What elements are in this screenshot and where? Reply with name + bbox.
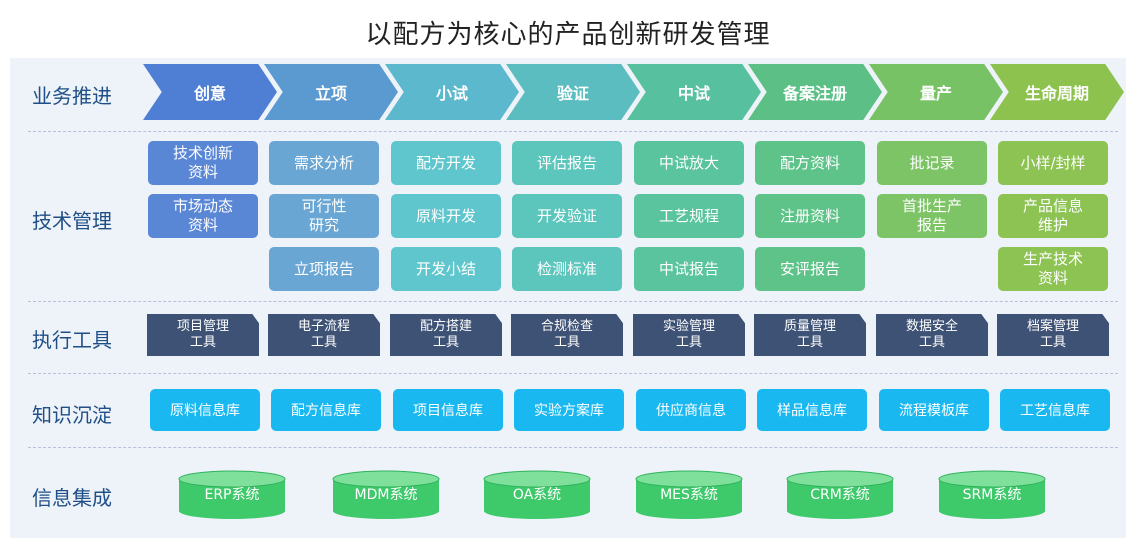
database-icon: SRM系统 <box>937 470 1047 520</box>
content-panel <box>10 58 1126 538</box>
system-label: ERP系统 <box>204 487 260 503</box>
page-title: 以配方为核心的产品创新研发管理 <box>365 20 771 50</box>
tech-item: 可行性研究 <box>269 194 379 238</box>
tech-item: 立项报告 <box>269 247 379 291</box>
tech-item: 开发验证 <box>512 194 622 238</box>
tech-item: 中试报告 <box>634 247 744 291</box>
knowledge-item: 流程模板库 <box>879 389 989 431</box>
stage-3: 小试 <box>385 64 519 120</box>
tech-item: 需求分析 <box>269 141 379 185</box>
tech-item: 检测标准 <box>512 247 622 291</box>
tool-item: 项目管理工具 <box>147 314 259 356</box>
stage-5: 中试 <box>627 64 761 120</box>
row-label-tech: 技术管理 <box>32 209 112 233</box>
tech-item: 技术创新资料 <box>148 141 258 185</box>
stage-1: 创意 <box>143 64 277 120</box>
row-label-integration: 信息集成 <box>32 486 112 510</box>
tech-item: 开发小结 <box>391 247 501 291</box>
knowledge-item: 工艺信息库 <box>1000 389 1110 431</box>
separator <box>28 301 1118 302</box>
tool-item: 实验管理工具 <box>633 314 745 356</box>
tech-item: 评估报告 <box>512 141 622 185</box>
tech-item: 首批生产报告 <box>877 194 987 238</box>
tech-item: 安评报告 <box>755 247 865 291</box>
database-icon: MES系统 <box>634 470 744 520</box>
stage-7: 量产 <box>869 64 1003 120</box>
knowledge-item: 样品信息库 <box>757 389 867 431</box>
stage-6: 备案注册 <box>748 64 882 120</box>
tech-item: 配方开发 <box>391 141 501 185</box>
tool-item: 配方搭建工具 <box>390 314 502 356</box>
stage-2: 立项 <box>264 64 398 120</box>
row-label-business: 业务推进 <box>32 84 112 108</box>
system-label: OA系统 <box>512 487 562 503</box>
separator <box>28 373 1118 374</box>
tech-item: 工艺规程 <box>634 194 744 238</box>
tech-item: 产品信息维护 <box>998 194 1108 238</box>
tech-item: 批记录 <box>877 141 987 185</box>
tool-item: 质量管理工具 <box>754 314 866 356</box>
row-label-knowledge: 知识沉淀 <box>32 403 112 427</box>
stage-4: 验证 <box>506 64 640 120</box>
database-icon: OA系统 <box>482 470 592 520</box>
tech-item: 中试放大 <box>634 141 744 185</box>
tech-item: 配方资料 <box>755 141 865 185</box>
tool-item: 电子流程工具 <box>268 314 380 356</box>
tech-item: 生产技术资料 <box>998 247 1108 291</box>
database-icon: CRM系统 <box>785 470 895 520</box>
system-label: CRM系统 <box>810 487 870 503</box>
knowledge-item: 项目信息库 <box>393 389 503 431</box>
tech-item: 市场动态资料 <box>148 194 258 238</box>
tool-item: 数据安全工具 <box>876 314 988 356</box>
system-label: SRM系统 <box>962 487 1022 503</box>
tool-item: 合规检查工具 <box>511 314 623 356</box>
stage-8: 生命周期 <box>990 64 1124 120</box>
knowledge-item: 原料信息库 <box>150 389 260 431</box>
knowledge-item: 供应商信息 <box>636 389 746 431</box>
system-label: MES系统 <box>660 487 718 503</box>
system-label: MDM系统 <box>354 487 418 503</box>
tech-item: 原料开发 <box>391 194 501 238</box>
tech-item: 注册资料 <box>755 194 865 238</box>
separator <box>28 131 1118 132</box>
knowledge-item: 实验方案库 <box>514 389 624 431</box>
tech-item: 小样/封样 <box>998 141 1108 185</box>
row-label-tools: 执行工具 <box>32 328 112 352</box>
database-icon: ERP系统 <box>177 470 287 520</box>
knowledge-item: 配方信息库 <box>271 389 381 431</box>
database-icon: MDM系统 <box>331 470 441 520</box>
tool-item: 档案管理工具 <box>997 314 1109 356</box>
separator <box>28 447 1118 448</box>
